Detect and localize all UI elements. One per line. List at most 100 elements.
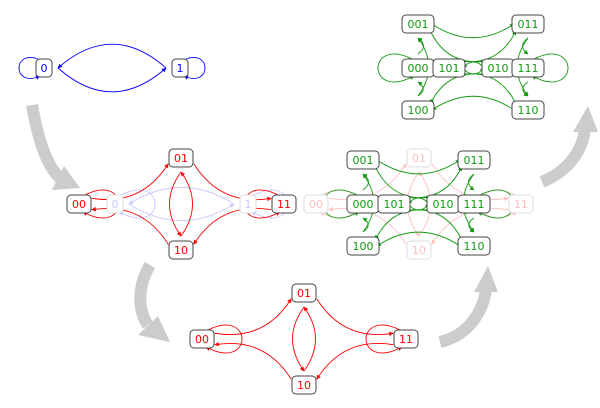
g3-edge-111-111 [531,53,569,83]
g5-edge-10-01 [303,306,316,372]
g4-faded-node-10-label: 10 [412,244,426,257]
big-arrow-1 [26,103,67,185]
g4-edge-001-011 [376,159,461,175]
g4-faded-edge-11-10 [431,208,509,245]
g4-edge-111-110 [468,217,475,233]
g3-edge-110-101 [460,71,517,104]
g2-faded-edge-1-0 [128,187,235,205]
g2-faded-node-0: 0 [106,194,124,214]
g4-edge-100-000 [362,217,369,233]
g3-node-011: 011 [511,14,545,34]
big-arrow-2-head [138,316,170,342]
g3-node-010-label: 010 [488,62,509,75]
g2-edge-00-01 [91,163,169,200]
big-arrow-3 [438,288,492,348]
g1-node-1-label: 1 [177,62,184,75]
g4-node-111-label: 111 [464,198,485,211]
g5-node-10-label: 10 [297,379,311,392]
g2-edge-10-01 [180,171,193,237]
g4-faded-node-00: 00 [303,194,329,214]
g3-edge-010-100 [429,73,486,104]
g4-faded-edge-00-01 [328,163,407,201]
g2-faded-node-0-label: 0 [112,198,119,211]
g4-edge-011-111 [468,173,475,191]
g4-node-101-label: 101 [384,198,405,211]
g3-edge-000-000 [377,53,415,83]
g5-edge-11-11 [365,324,403,354]
g4-node-000-label: 000 [353,198,374,211]
big-arrow-3-head [474,266,498,292]
g3-edge-111-110 [522,81,529,97]
g3-node-111-label: 111 [518,62,539,75]
g4-edge-101-011 [406,166,463,199]
g3-node-001: 001 [401,14,435,34]
g4-node-001-label: 001 [353,154,374,167]
g5-node-11: 11 [393,329,419,349]
g1-edge-0-1 [57,67,167,93]
g4-edge-001-010 [374,166,432,200]
g3-node-010: 010 [481,58,515,78]
g2-node-10-label: 10 [174,244,188,257]
g3-node-100: 100 [401,100,435,120]
g4-edge-010-100 [374,209,431,240]
g3-node-100-label: 100 [408,104,429,117]
g2-edge-01-10 [169,171,182,237]
g5-edge-01-10 [292,306,305,372]
big-arrow-2 [134,261,156,329]
g5-node-01-label: 01 [297,287,311,300]
g1-node-0-label: 0 [41,62,48,75]
g1-edge-1-1 [183,57,206,80]
g3-node-110: 110 [511,100,545,120]
g4-node-010: 010 [426,194,460,214]
g4-edge-101-010 [407,203,430,211]
g3-edge-101-010 [462,67,485,75]
g3-edge-110-100 [431,95,515,111]
g2-node-11: 11 [271,194,297,214]
g5-node-11-label: 11 [399,333,413,346]
big-arrow-4 [539,128,591,188]
g2-node-01-label: 01 [174,152,188,165]
g4-node-101: 101 [377,194,411,214]
g2-faded-edge-0-0 [118,189,156,219]
g4-node-000: 000 [346,194,380,214]
g3-node-000: 000 [401,58,435,78]
g5-node-01: 01 [291,283,317,303]
g3-edge-010-101 [462,61,485,69]
g4-faded-node-00-label: 00 [309,198,323,211]
g3-edge-011-111 [522,37,529,55]
g5-edge-00-00 [205,324,243,354]
g4-node-001: 001 [346,150,380,170]
g3-node-001-label: 001 [408,18,429,31]
g3-node-101: 101 [432,58,466,78]
g4-edge-110-100 [376,231,461,247]
big-arrow-1-head [52,166,80,190]
g4-node-110-label: 110 [464,240,485,253]
g1-node-0: 0 [35,58,53,78]
g2-node-10: 10 [168,240,194,260]
g5-node-00: 00 [189,329,215,349]
g4-faded-node-01-label: 01 [412,152,426,165]
g4-node-011: 011 [457,150,491,170]
g2-node-00: 00 [66,194,92,214]
g5-node-00-label: 00 [195,333,209,346]
g4-faded-edge-10-00 [328,206,407,245]
g4-node-100: 100 [346,236,380,256]
g5-node-10: 10 [291,375,317,395]
g4-edge-110-101 [405,207,463,240]
g5-edge-01-11 [316,298,394,337]
g3-node-111: 111 [511,58,545,78]
g3-edge-101-011 [461,30,517,63]
g4-node-100-label: 100 [353,240,374,253]
g3-node-110-label: 110 [518,104,539,117]
g4-faded-node-11-label: 11 [514,198,528,211]
g5-edge-11-10 [316,343,394,380]
g2-node-01: 01 [168,148,194,168]
g4-faded-node-01: 01 [406,148,432,168]
g3-node-000-label: 000 [408,62,429,75]
big-arrow-4-head [573,106,598,132]
g2-edge-10-00 [91,206,169,245]
g4-node-110: 110 [457,236,491,256]
g1-edge-1-0 [57,43,167,69]
